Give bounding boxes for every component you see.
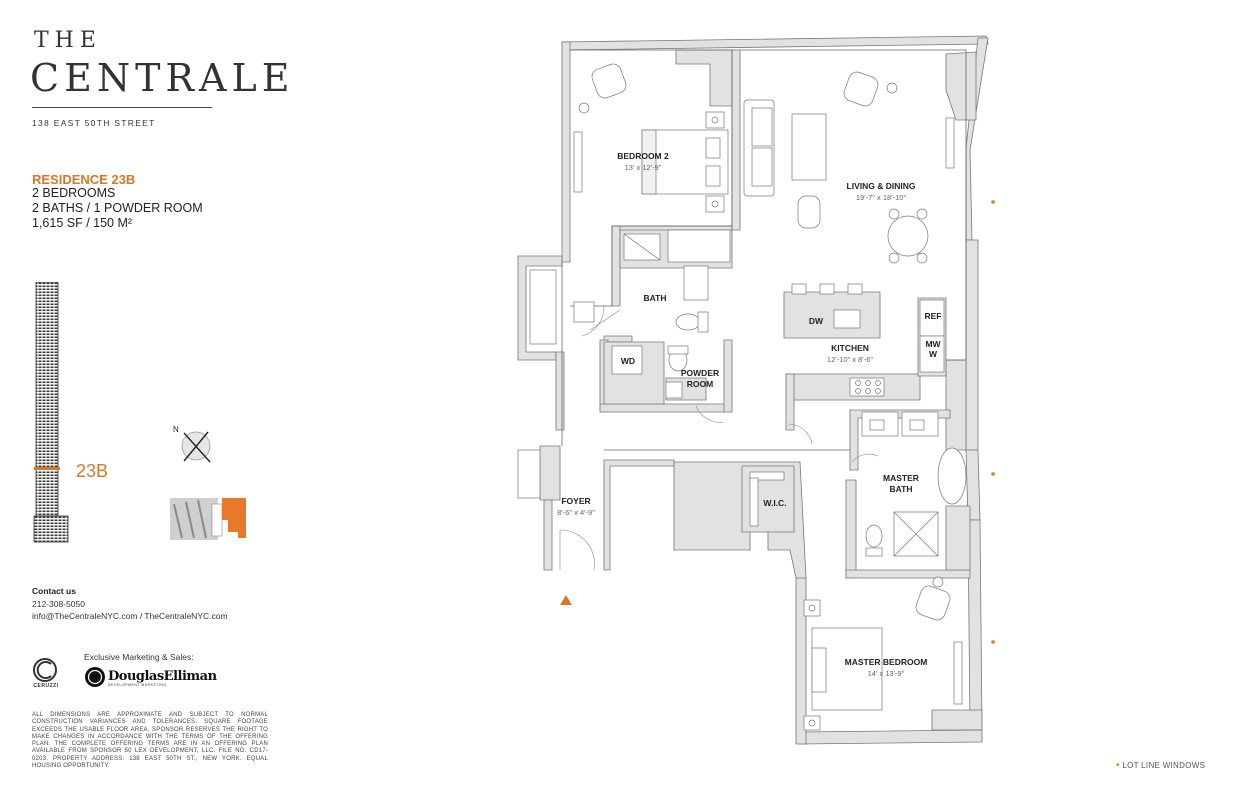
contact-phone[interactable]: 212-308-5050 bbox=[32, 599, 85, 609]
room-label-powder-2: ROOM bbox=[686, 379, 714, 389]
floor-label: 23B bbox=[76, 461, 109, 481]
dining-table bbox=[887, 215, 929, 257]
lot-line-window-marker bbox=[991, 200, 995, 204]
residence-title: RESIDENCE 23B bbox=[32, 172, 136, 187]
residence-area: 1,615 SF / 150 M² bbox=[32, 216, 133, 230]
room-dim-foyer: 8'-6" x 4'-9" bbox=[557, 508, 595, 517]
room-label-master-bath-1: MASTER bbox=[883, 473, 919, 483]
floor-23b-highlight bbox=[34, 467, 60, 470]
brand-logo-wordmark: CENTRALE bbox=[30, 56, 295, 100]
room-label-master-bath-2: BATH bbox=[889, 484, 913, 494]
room-label-living: LIVING & DINING bbox=[846, 181, 916, 191]
appliance-mw-cont: W bbox=[928, 349, 938, 359]
master-bathtub bbox=[937, 447, 967, 505]
douglas-elliman-subtitle: DEVELOPMENT MARKETING bbox=[108, 683, 167, 687]
building-elevation-graphic bbox=[33, 282, 69, 543]
lot-line-window-marker bbox=[991, 640, 995, 644]
residence-baths: 2 BATHS / 1 POWDER ROOM bbox=[32, 201, 203, 215]
brand-the: THE bbox=[34, 28, 102, 53]
appliance-wd: WD bbox=[620, 356, 636, 366]
room-label-kitchen: KITCHEN bbox=[831, 343, 869, 353]
interior-outlines bbox=[561, 49, 967, 451]
appliance-dw: DW bbox=[808, 316, 824, 326]
floor-plan bbox=[517, 35, 995, 745]
compass-icon: N bbox=[173, 425, 211, 463]
room-label-powder-1: POWDER bbox=[680, 368, 720, 378]
room-label-wic: W.I.C. bbox=[763, 498, 787, 508]
legend-dot-icon: • bbox=[1116, 760, 1120, 771]
ceruzzi-logo-icon bbox=[33, 658, 57, 682]
compass-north-label: N bbox=[173, 425, 179, 434]
room-label-bedroom2: BEDROOM 2 bbox=[617, 151, 669, 161]
room-label-master-bedroom: MASTER BEDROOM bbox=[844, 657, 928, 667]
room-dim-living: 19'-7" x 18'-10" bbox=[855, 193, 907, 202]
logo-divider bbox=[32, 107, 212, 108]
ceruzzi-wordmark: CERUZZI bbox=[33, 683, 59, 689]
room-label-foyer: FOYER bbox=[561, 496, 591, 506]
appliance-ref: REF bbox=[924, 311, 942, 321]
entry-marker-icon bbox=[560, 595, 572, 605]
key-plan-graphic bbox=[170, 498, 246, 540]
douglas-elliman-wordmark: DouglasElliman bbox=[108, 669, 217, 684]
legal-disclaimer: ALL DIMENSIONS ARE APPROXIMATE AND SUBJE… bbox=[32, 712, 268, 770]
room-dim-bedroom2: 13' x 12'-9" bbox=[624, 163, 662, 172]
room-label-bath: BATH bbox=[643, 293, 667, 303]
doors bbox=[559, 305, 879, 571]
marketing-label: Exclusive Marketing & Sales: bbox=[84, 652, 194, 662]
residence-bedrooms: 2 BEDROOMS bbox=[32, 186, 116, 200]
lot-line-window-marker bbox=[991, 472, 995, 476]
legend-lot-line-windows: • LOT LINE WINDOWS bbox=[1116, 760, 1205, 771]
room-dim-kitchen: 12'-10" x 8'-6" bbox=[826, 355, 874, 364]
room-dim-master-bedroom: 14' x 13'-9" bbox=[867, 669, 905, 678]
appliance-mw: MW bbox=[925, 339, 941, 349]
douglas-elliman-emblem-icon bbox=[85, 667, 105, 687]
brand-address: 138 EAST 50TH STREET bbox=[32, 118, 156, 128]
contact-links[interactable]: info@TheCentraleNYC.com / TheCentraleNYC… bbox=[32, 611, 228, 621]
contact-heading: Contact us bbox=[32, 586, 76, 596]
legend-lot-line-label: LOT LINE WINDOWS bbox=[1122, 761, 1206, 770]
furniture bbox=[517, 63, 967, 731]
